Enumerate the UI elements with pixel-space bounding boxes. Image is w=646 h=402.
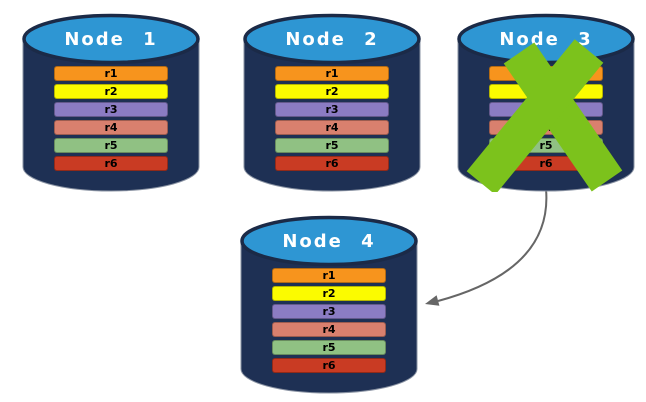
node-2: Node 2 r1 r2 r3 r4 r5 r6 [243, 9, 421, 192]
node-3: Node 3 r1 r2 r3 r4 r5 r6 [457, 9, 635, 192]
row-r6: r6 [54, 156, 168, 171]
row-r2: r2 [272, 286, 386, 301]
row-r4: r4 [272, 322, 386, 337]
row-r6: r6 [489, 156, 603, 171]
failover-arrowhead-icon [425, 295, 440, 306]
row-r6: r6 [275, 156, 389, 171]
row-r5: r5 [489, 138, 603, 153]
row-r5: r5 [54, 138, 168, 153]
row-r1: r1 [272, 268, 386, 283]
row-r1: r1 [489, 66, 603, 81]
replica-rows: r1 r2 r3 r4 r5 r6 [489, 66, 603, 174]
row-r3: r3 [272, 304, 386, 319]
node-title: Node 3 [499, 29, 593, 50]
row-r4: r4 [54, 120, 168, 135]
row-r3: r3 [489, 102, 603, 117]
row-r3: r3 [54, 102, 168, 117]
node-title: Node 2 [285, 29, 379, 50]
node-1: Node 1 r1 r2 r3 r4 r5 r6 [22, 9, 200, 192]
replica-rows: r1 r2 r3 r4 r5 r6 [275, 66, 389, 174]
row-r4: r4 [489, 120, 603, 135]
replica-rows: r1 r2 r3 r4 r5 r6 [272, 268, 386, 376]
row-r1: r1 [54, 66, 168, 81]
row-r6: r6 [272, 358, 386, 373]
node-title: Node 4 [282, 231, 376, 252]
replica-rows: r1 r2 r3 r4 r5 r6 [54, 66, 168, 174]
row-r2: r2 [54, 84, 168, 99]
row-r4: r4 [275, 120, 389, 135]
row-r2: r2 [275, 84, 389, 99]
failover-arrow-line [437, 188, 548, 302]
row-r1: r1 [275, 66, 389, 81]
row-r5: r5 [275, 138, 389, 153]
row-r3: r3 [275, 102, 389, 117]
row-r5: r5 [272, 340, 386, 355]
node-4: Node 4 r1 r2 r3 r4 r5 r6 [240, 211, 418, 394]
row-r2: r2 [489, 84, 603, 99]
node-title: Node 1 [64, 29, 158, 50]
